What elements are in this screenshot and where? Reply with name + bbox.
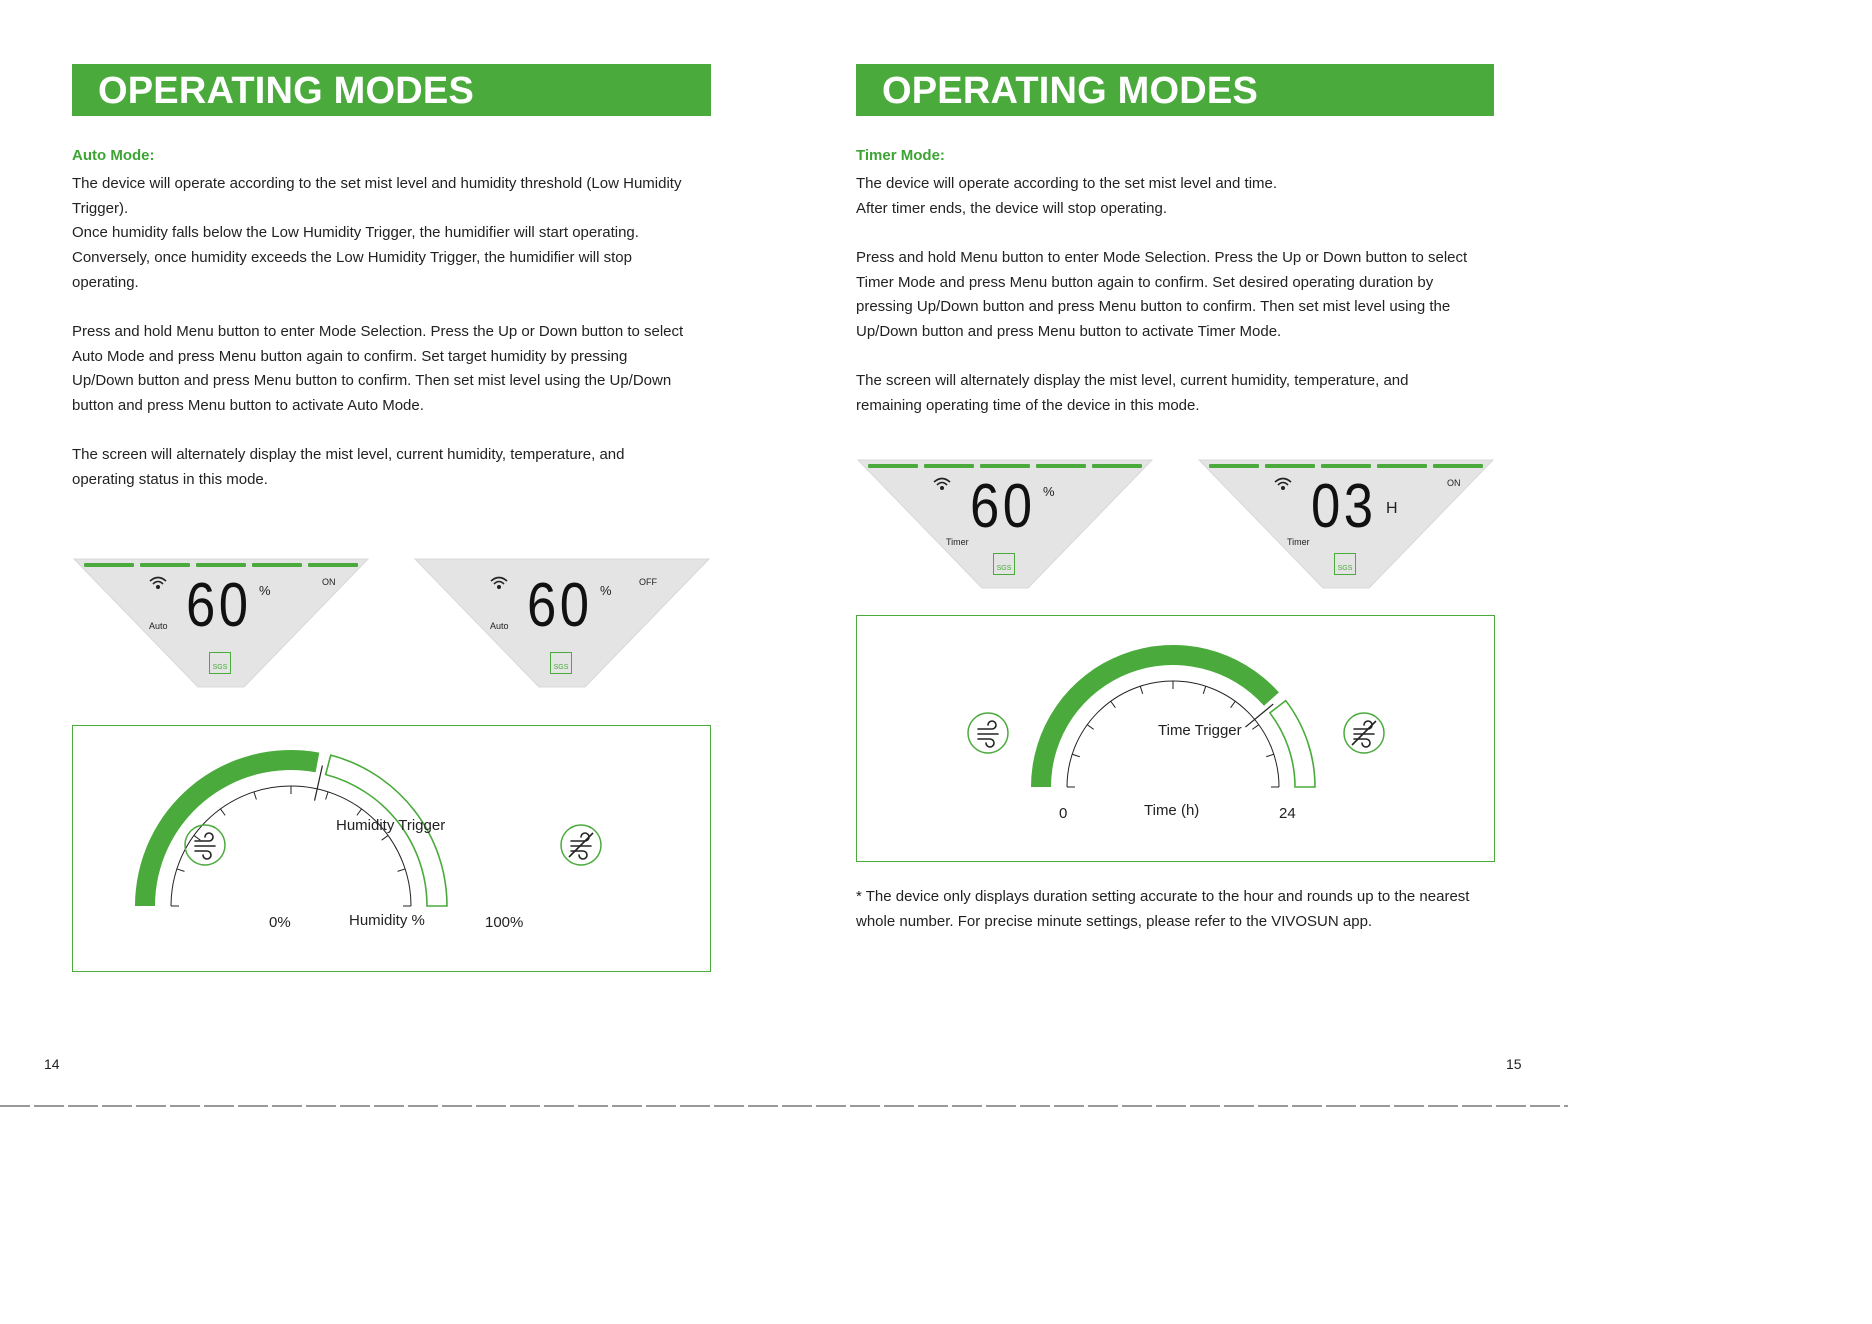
wifi-icon [490,576,508,590]
gauge-active-arc [135,749,320,906]
axis-label: Humidity % [349,912,425,929]
lcd-mode: Auto [490,621,509,631]
sgs-badge: SGS [1334,553,1356,575]
lcd-display-off: 60 % OFF Auto SGS [413,557,711,689]
lcd-status: ON [1447,478,1461,488]
lcd-digits: 03 [1311,472,1377,541]
display-description: The screen will alternately display the … [72,446,625,488]
fan-off-icon [1342,711,1385,754]
mode-instructions: Press and hold Menu button to enter Mode… [856,249,1468,341]
trigger-label: Time Trigger [1158,722,1242,739]
page-number: 14 [44,1056,60,1072]
page-banner: OPERATING MODES [72,64,711,116]
lcd-digits: 60 [186,571,252,640]
time-gauge-diagram: Time Trigger Time (h) 0 24 [856,615,1495,862]
sgs-badge: SGS [993,553,1015,575]
gauge-tick [381,835,389,841]
wifi-icon [149,576,167,590]
lcd-unit: % [600,583,612,598]
page-number: 15 [1506,1056,1522,1072]
lcd-mode: Auto [149,621,168,631]
gauge-tick [1202,686,1207,694]
lcd-digits: 60 [970,472,1036,541]
mode-heading: Auto Mode: [72,147,155,164]
gauge-tick [1110,700,1116,709]
max-label: 100% [485,914,524,931]
mist-level-bars [84,563,358,567]
sgs-badge: SGS [209,652,231,674]
gauge-tick [176,868,185,872]
mode-instructions: Press and hold Menu button to enter Mode… [72,323,684,415]
lcd-status: ON [322,577,336,587]
fan-off-icon [559,823,602,866]
trigger-label: Humidity Trigger [336,817,446,834]
lcd-unit: % [1043,484,1055,499]
right-page: OPERATING MODES Timer Mode: The device w… [784,0,1568,1109]
lcd-unit: % [259,583,271,598]
gauge-inactive-arc [324,754,448,907]
mode-description: The device will operate according to the… [856,175,1278,217]
lcd-mode: Timer [1287,537,1310,547]
gauge-tick [193,835,201,841]
gauge-tick [1230,700,1236,709]
lcd-mode: Timer [946,537,969,547]
page-banner: OPERATING MODES [856,64,1494,116]
min-label: 0% [269,914,291,931]
max-label: 24 [1279,805,1296,822]
footnote: * The device only displays duration sett… [856,888,1470,930]
axis-label: Time (h) [1144,802,1200,819]
left-page: OPERATING MODES Auto Mode: The device wi… [0,0,784,1109]
lcd-display-timer-humidity: 60 % Timer SGS [856,458,1154,590]
lcd-digits: 60 [527,571,593,640]
lcd-display-on: 60 % ON Auto SGS [72,557,370,689]
mode-heading: Timer Mode: [856,147,945,164]
min-label: 0 [1059,805,1068,822]
gauge-tick [356,808,362,816]
lcd-display-timer-hours: 03 H ON Timer SGS [1197,458,1495,590]
gauge-tick [1086,724,1095,730]
gauge-tick [397,868,406,872]
gauge-active-arc [1031,645,1279,787]
humidity-gauge-diagram: Humidity Trigger Humidity % 0% 100% [72,725,711,972]
gauge-tick [220,808,226,816]
gauge-tick [325,791,329,800]
fan-on-icon [183,823,226,866]
gauge-tick [253,791,257,800]
display-description: The screen will alternately display the … [856,372,1409,414]
lcd-unit: H [1386,500,1398,517]
mode-description: The device will operate according to the… [72,175,682,291]
gauge-inactive-arc [1268,699,1316,788]
lcd-status: OFF [639,577,657,587]
gauge-tick [1072,753,1080,758]
bottom-rule [0,1105,1568,1107]
gauge-tick [1251,724,1260,730]
gauge-tick [1266,753,1274,758]
sgs-badge: SGS [550,652,572,674]
trigger-marker [313,765,323,801]
trigger-marker [1245,703,1274,728]
fan-on-icon [966,711,1009,754]
gauge-tick [1139,686,1144,694]
